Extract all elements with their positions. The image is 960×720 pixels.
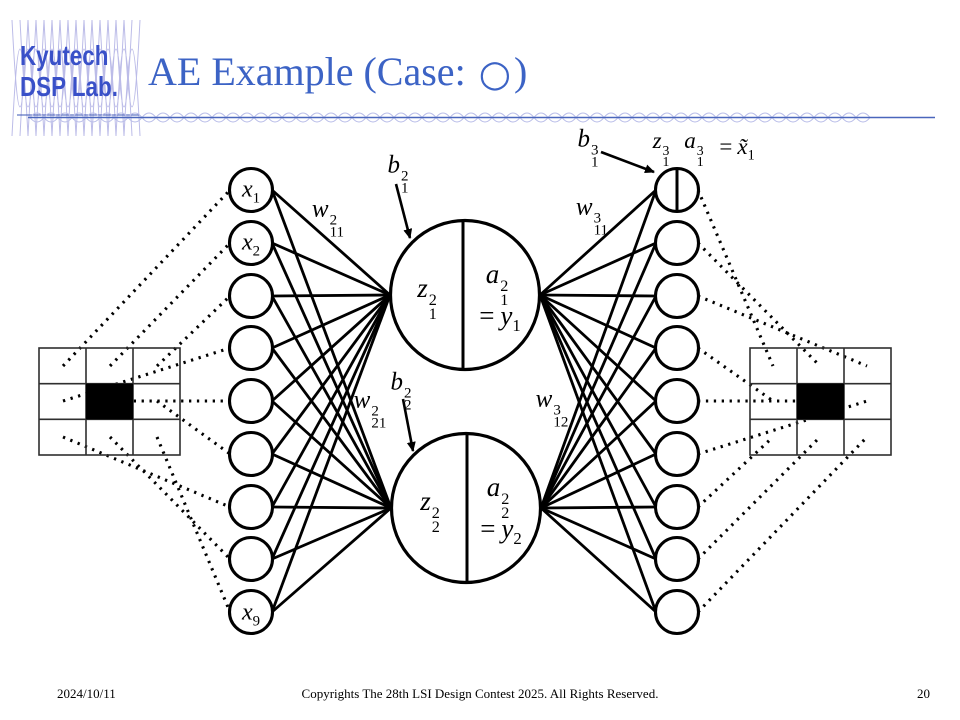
input-node <box>227 377 275 425</box>
output-node <box>653 219 701 267</box>
bias-arrow-b1-2 <box>394 183 413 239</box>
output-node <box>653 535 701 583</box>
case-circle-symbol: ○ <box>478 52 511 95</box>
output-node <box>653 324 701 372</box>
input-node <box>227 535 275 583</box>
output-dotted-connections <box>696 189 869 614</box>
input-node <box>227 272 275 320</box>
input-node <box>227 219 275 267</box>
output-node <box>653 272 701 320</box>
logo-wave-decoration <box>11 19 141 137</box>
input-dotted-connections <box>61 188 232 613</box>
hidden1-label-eq-y1: =y1 <box>479 300 521 335</box>
hidden-node-1 <box>388 218 542 372</box>
kyutech-dsp-lab-logo: Kyutech DSP Lab. <box>20 40 118 103</box>
footer-page-number: 20 <box>917 686 930 701</box>
input-node <box>227 483 275 531</box>
title-suffix: ) <box>513 49 528 94</box>
logo-line-2: DSP Lab. <box>20 71 118 103</box>
input-node <box>227 324 275 372</box>
output-image-grid <box>749 347 892 456</box>
title-divider <box>28 112 935 123</box>
slide-title: AE Example (Case: ○) <box>148 48 527 95</box>
decoder-connections <box>538 188 658 614</box>
logo-line-1: Kyutech <box>20 40 109 71</box>
hidden-layer <box>388 218 543 585</box>
input-node-label-x9: x9 <box>241 599 261 630</box>
output-node <box>653 377 701 425</box>
output-label-eq-x1: =x̃1 <box>719 134 755 164</box>
footer-copyright: Copyrights The 28th LSI Design Contest 2… <box>301 686 659 701</box>
input-node <box>227 166 275 214</box>
encoder-connections <box>270 188 393 614</box>
title-text: AE Example (Case: <box>148 49 476 94</box>
bias-arrows <box>394 150 655 452</box>
footer-date: 2024/10/11 <box>57 686 116 701</box>
output-black-pixel <box>797 383 844 420</box>
input-node-label-x2: x2 <box>241 229 261 260</box>
input-node-label-x1: x1 <box>241 176 261 207</box>
output-node <box>653 483 701 531</box>
input-image-grid <box>38 347 181 456</box>
output-node <box>653 588 701 636</box>
input-node <box>227 430 275 478</box>
hidden2-label-eq-y2: =y2 <box>480 513 522 548</box>
output-layer <box>653 166 701 636</box>
input-layer <box>227 166 275 636</box>
bias-arrow-b2-2 <box>401 398 416 452</box>
input-node <box>227 588 275 636</box>
bias-arrow-b1-3 <box>600 150 655 174</box>
output-node <box>653 430 701 478</box>
input-black-pixel <box>86 383 133 420</box>
